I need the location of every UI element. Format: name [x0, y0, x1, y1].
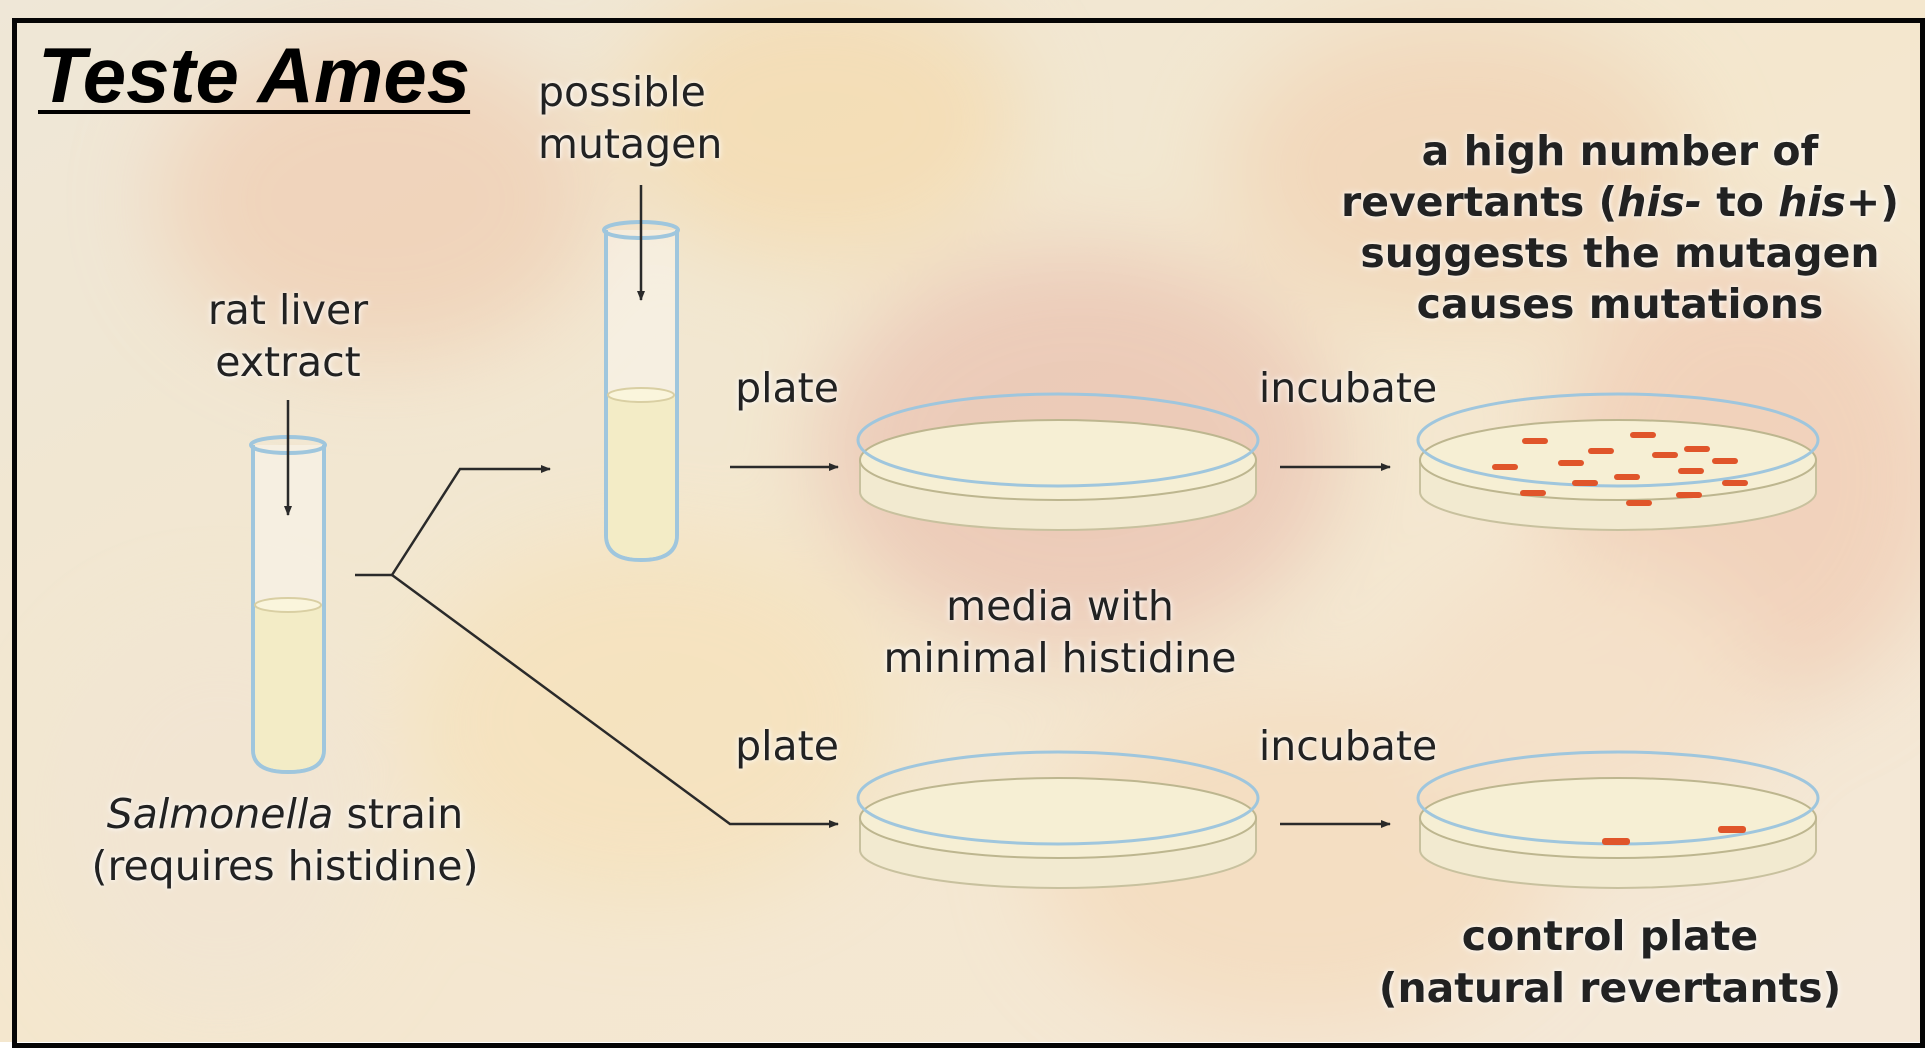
plate-label-top: plate — [722, 362, 852, 414]
petri-dish-control-media — [858, 752, 1258, 888]
petri-dish-test-media — [858, 394, 1258, 530]
arrow-branch-bottom — [392, 575, 838, 824]
petri-dish-test-result — [1418, 394, 1818, 530]
arrow-branch-top — [392, 469, 550, 575]
incubate-label-bottom: incubate — [1248, 720, 1448, 772]
possible-mutagen-label: possible mutagen — [538, 66, 748, 170]
plate-label-bottom: plate — [722, 720, 852, 772]
petri-dish-control-result — [1418, 752, 1818, 888]
incubate-label-top: incubate — [1248, 362, 1448, 414]
control-plate-label: control plate (natural revertants) — [1360, 910, 1860, 1014]
salmonella-strain-label: Salmonella strain (requires histidine) — [50, 788, 520, 892]
media-label: media with minimal histidine — [820, 580, 1300, 684]
revertants-note: a high number of revertants (his- to his… — [1330, 126, 1910, 330]
rat-liver-extract-label: rat liver extract — [168, 284, 408, 388]
